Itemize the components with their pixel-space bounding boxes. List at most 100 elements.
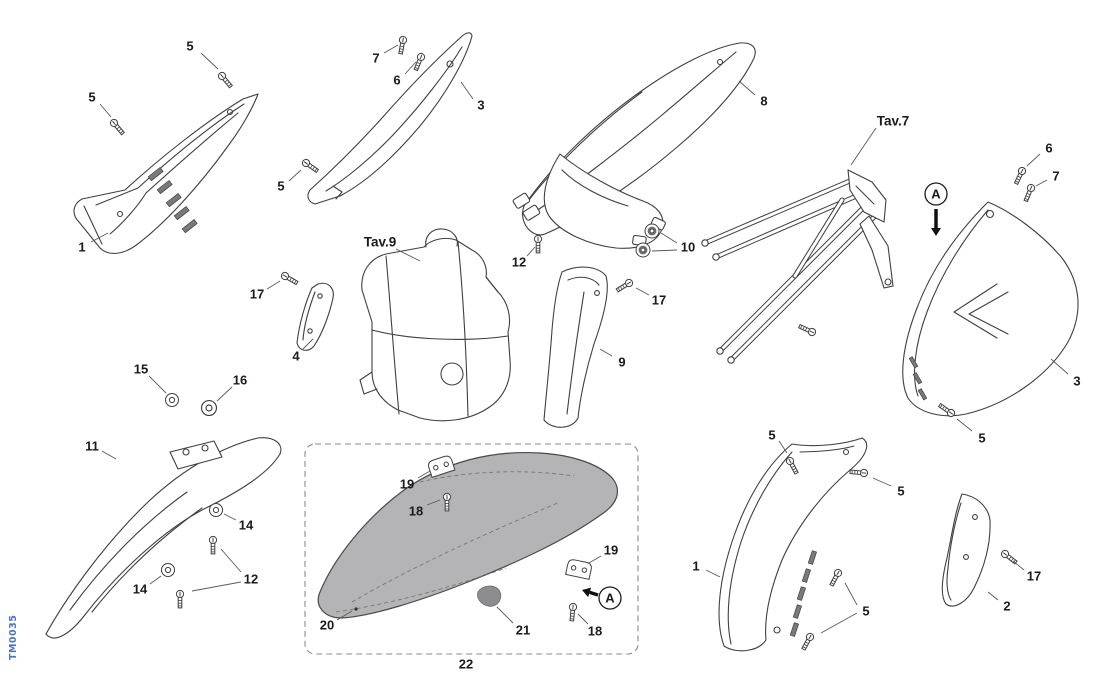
part-1-radiator-shroud-right xyxy=(718,437,868,652)
part-number-label: 7 xyxy=(372,51,379,66)
screw-icon xyxy=(797,322,818,338)
part-3-side-panel-right xyxy=(902,201,1079,417)
part-number-label: 3 xyxy=(1073,374,1080,389)
part-number-label: 6 xyxy=(393,73,400,88)
part-number-label: 17 xyxy=(1027,569,1041,584)
leader-line xyxy=(526,246,536,257)
seat-logo xyxy=(477,585,502,607)
part-number-label: 7 xyxy=(1052,169,1059,184)
screw-icon xyxy=(849,467,869,478)
view-arrow-head xyxy=(931,228,941,236)
view-marker-circle xyxy=(924,182,948,206)
leader-line xyxy=(820,612,858,634)
leader-line xyxy=(1050,358,1069,375)
leader-line xyxy=(149,575,162,585)
screw-icon xyxy=(411,51,427,72)
subframe-tav7 xyxy=(701,169,894,364)
leader-line xyxy=(216,386,233,402)
screw-icon xyxy=(827,567,844,588)
leader-line xyxy=(191,581,242,592)
screw-icon xyxy=(279,270,300,287)
screw-icon xyxy=(396,35,408,55)
part-number-label: 18 xyxy=(588,624,602,639)
leader-line xyxy=(383,44,399,54)
leader-line xyxy=(460,81,474,100)
part-number-label: 1 xyxy=(692,559,699,574)
part-number-label: 16 xyxy=(233,373,247,388)
detail-view-box xyxy=(304,443,639,655)
assembly-ref-label: Tav.9 xyxy=(364,235,397,250)
leader-line xyxy=(660,232,678,244)
part-number-label: 9 xyxy=(618,355,625,370)
seat-hook-bracket-icon xyxy=(565,558,593,580)
leader-line xyxy=(223,513,237,521)
part-number-label: 5 xyxy=(978,431,985,446)
part-8-rear-fender xyxy=(512,42,756,249)
part-number-label: 21 xyxy=(516,623,530,638)
leader-line xyxy=(404,61,417,75)
part-number-label: 8 xyxy=(760,94,767,109)
part-number-label: 3 xyxy=(477,98,484,113)
part-number-label: 12 xyxy=(244,572,258,587)
leader-line xyxy=(1035,179,1048,187)
screw-icon xyxy=(533,234,543,254)
washer-icon xyxy=(165,393,179,407)
pointer-dot xyxy=(354,607,358,611)
view-marker-label: A xyxy=(605,591,615,606)
leader-line xyxy=(220,548,242,573)
leader-line xyxy=(288,169,302,182)
part-1-radiator-shroud-left xyxy=(73,93,259,254)
screw-icon xyxy=(799,631,816,652)
leader-line xyxy=(987,591,999,601)
leader-line xyxy=(577,613,589,625)
leader-line xyxy=(90,232,109,243)
grommet-icon xyxy=(644,223,660,239)
part-number-label: 14 xyxy=(133,582,148,597)
grommet-icon xyxy=(635,242,651,258)
part-number-label: 5 xyxy=(277,179,284,194)
screw-icon xyxy=(1021,182,1037,203)
leader-line xyxy=(850,127,877,166)
washer-icon xyxy=(209,503,223,517)
leader-line xyxy=(148,375,167,394)
part-number-label: 4 xyxy=(292,349,300,364)
part-number-label: 19 xyxy=(400,477,414,492)
part-2-rear-bracket-panel xyxy=(941,493,991,607)
leader-line xyxy=(266,280,281,290)
airbox-tav9 xyxy=(359,228,511,422)
part-number-label: 10 xyxy=(681,240,695,255)
leader-line xyxy=(395,248,421,262)
part-number-label: 11 xyxy=(85,439,99,454)
part-number-label: 17 xyxy=(250,287,264,302)
assembly-ref-label: Tav.7 xyxy=(877,114,910,129)
part-number-label: 22 xyxy=(459,657,473,672)
part-number-label: 20 xyxy=(320,618,334,633)
washer-icon xyxy=(161,563,175,577)
screw-icon xyxy=(614,277,635,294)
leader-line xyxy=(1026,153,1041,167)
screw-icon xyxy=(1012,165,1028,186)
screw-icon xyxy=(108,117,127,137)
part-number-label: 12 xyxy=(512,255,526,270)
view-marker-circle xyxy=(598,586,622,610)
part-22-seat xyxy=(317,451,619,619)
leader-line xyxy=(336,610,353,621)
seat-assembly xyxy=(304,443,639,655)
leader-line xyxy=(651,249,678,252)
part-4-side-bracket xyxy=(296,282,334,351)
part-9-rear-flap xyxy=(543,266,608,428)
leader-line xyxy=(496,606,514,624)
part-number-label: 1 xyxy=(78,240,85,255)
view-arrow-head xyxy=(582,587,592,598)
part-3-side-panel-small-top xyxy=(307,32,473,205)
leader-line xyxy=(1012,560,1025,571)
leader-line xyxy=(705,569,721,578)
screw-icon xyxy=(175,589,185,609)
leader-line xyxy=(302,338,314,350)
part-number-label: 2 xyxy=(1003,599,1010,614)
screw-icon xyxy=(300,157,320,175)
part-number-label: 5 xyxy=(862,604,869,619)
leader-line xyxy=(872,477,892,487)
